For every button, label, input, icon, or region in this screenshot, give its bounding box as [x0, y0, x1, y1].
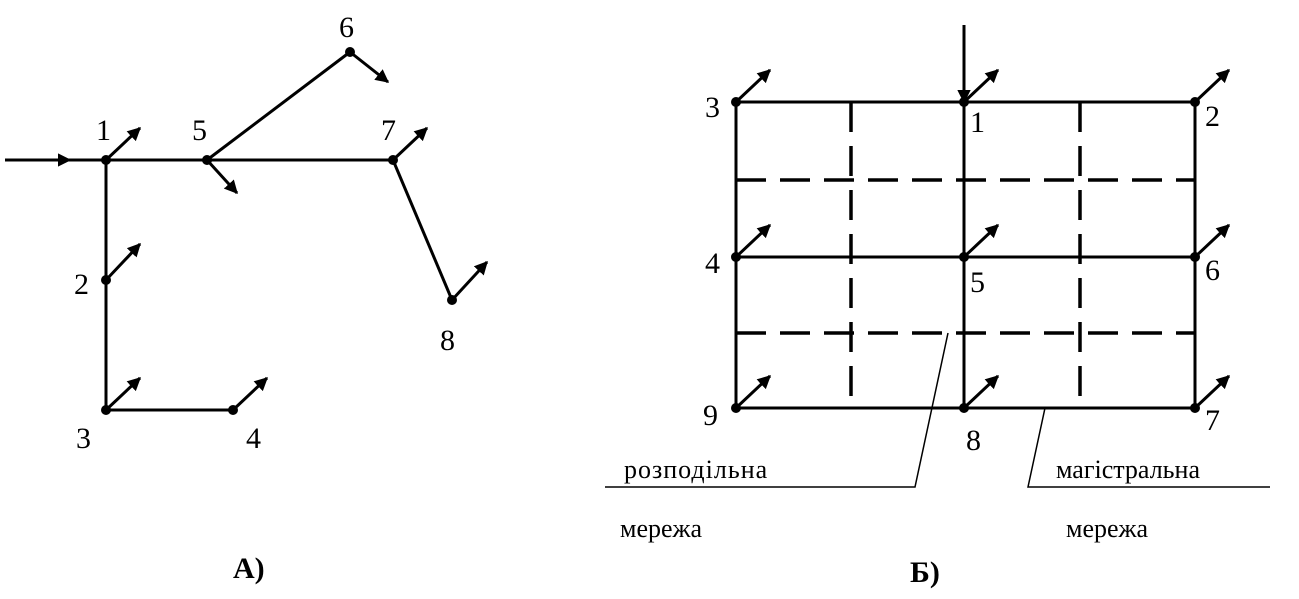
node-b7 [1190, 403, 1200, 413]
diagram-a: 1 2 3 4 5 6 7 8 А) [5, 11, 489, 585]
node-a5 [202, 155, 212, 165]
distribution-network-label: розподільна [624, 455, 768, 484]
diagram-b: 1 2 3 4 5 6 7 8 9 розподільна мережа маг… [605, 25, 1270, 589]
consumer-arrow-b9 [734, 374, 772, 410]
caption-a: А) [233, 552, 265, 585]
consumer-arrow-b1 [962, 68, 1000, 104]
node-a2 [101, 275, 111, 285]
node-b3 [731, 97, 741, 107]
node-label-b6: 6 [1205, 254, 1220, 287]
consumer-arrow-a4 [231, 376, 269, 412]
node-b8 [959, 403, 969, 413]
node-a7 [388, 155, 398, 165]
node-b1 [959, 97, 969, 107]
node-label-b3: 3 [705, 91, 720, 124]
node-b9 [731, 403, 741, 413]
consumer-arrow-a7 [391, 126, 429, 162]
node-label-b2: 2 [1205, 100, 1220, 133]
consumer-arrow-b6 [1193, 223, 1231, 259]
distribution-leader-line [605, 332, 949, 488]
node-label-a7: 7 [381, 114, 396, 147]
node-a1 [101, 155, 111, 165]
node-label-a5: 5 [192, 114, 207, 147]
node-label-a4: 4 [246, 422, 261, 455]
consumer-arrow-a1 [104, 126, 142, 162]
consumer-arrow-b2 [1193, 68, 1231, 104]
node-label-b5: 5 [970, 266, 985, 299]
node-label-a8: 8 [440, 324, 455, 357]
consumer-arrow-b3 [734, 68, 772, 104]
consumer-arrow-b8 [962, 374, 1000, 410]
node-label-a2: 2 [74, 268, 89, 301]
node-label-a6: 6 [339, 11, 354, 44]
node-b6 [1190, 252, 1200, 262]
node-label-b7: 7 [1205, 404, 1220, 437]
node-a6 [345, 47, 355, 57]
consumer-arrow-b5 [962, 223, 1000, 259]
distribution-network-label-line2: мережа [620, 514, 702, 543]
node-a3 [101, 405, 111, 415]
node-label-b1: 1 [970, 106, 985, 139]
node-label-b4: 4 [705, 247, 720, 280]
node-b5 [959, 252, 969, 262]
consumer-arrow-b4 [734, 223, 772, 259]
edge-7-8 [391, 159, 454, 301]
main-leader-line [1027, 407, 1270, 488]
node-label-a3: 3 [76, 422, 91, 455]
node-label-b9: 9 [703, 399, 718, 432]
consumer-arrow-a8 [450, 260, 489, 302]
consumer-arrow-a3 [104, 376, 142, 412]
caption-b: Б) [910, 556, 940, 589]
node-a4 [228, 405, 238, 415]
node-b4 [731, 252, 741, 262]
consumer-arrow-a5 [205, 158, 239, 195]
main-network-label-line2: мережа [1066, 514, 1148, 543]
node-a8 [447, 295, 457, 305]
node-label-a1: 1 [96, 114, 111, 147]
main-network-label: магістральна [1056, 455, 1200, 484]
consumer-arrow-b7 [1193, 374, 1231, 410]
node-b2 [1190, 97, 1200, 107]
consumer-arrow-a6 [349, 50, 390, 84]
consumer-arrow-a2 [104, 242, 142, 282]
edge-5-6 [206, 50, 351, 162]
node-label-b8: 8 [966, 424, 981, 457]
